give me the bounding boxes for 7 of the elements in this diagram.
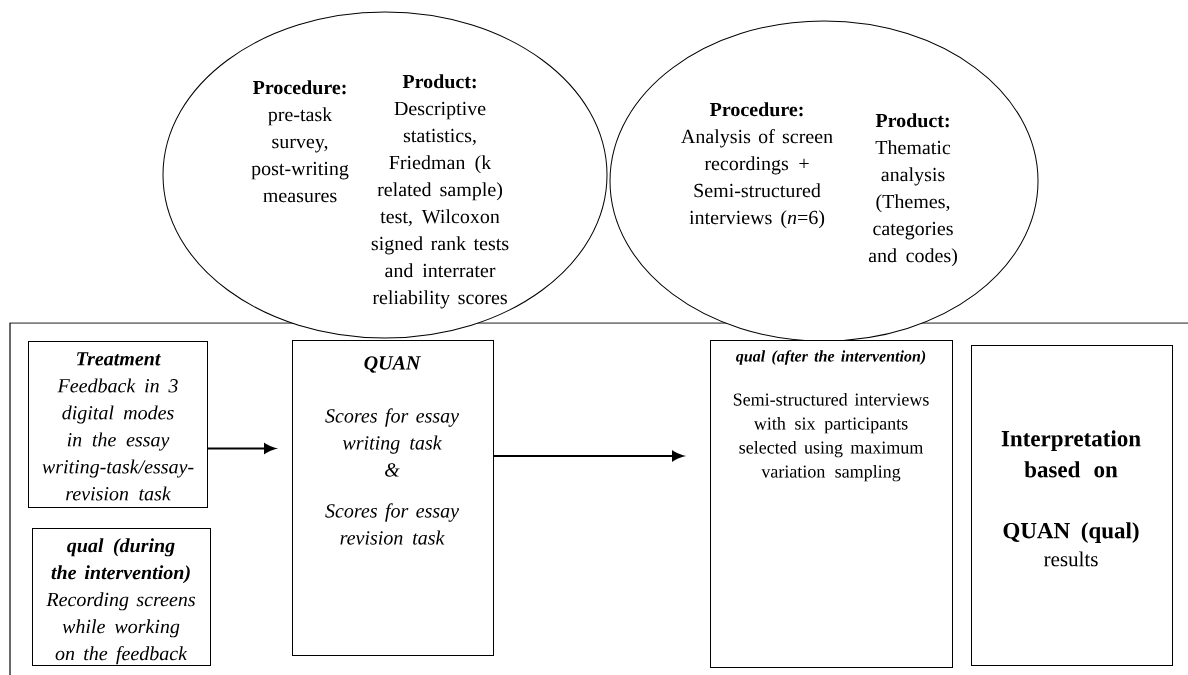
text-box: Treatment Feedback in 3 digital modes in the essay writing-task/essay-revision task <box>28 341 208 508</box>
arrow <box>207 443 276 454</box>
arrow <box>493 450 684 462</box>
text-box: QUAN Scores for essay writing task & Scores for essay revision task <box>292 340 494 656</box>
text-box: qual (during the intervention) Recording screens while working on the feedback <box>32 528 211 666</box>
text-box: Interpretation based on QUAN (qual) results <box>971 345 1173 666</box>
text-box: qual (after the intervention) Semi-structured interviews with six participants selected using maximum variation sampling <box>710 340 953 668</box>
